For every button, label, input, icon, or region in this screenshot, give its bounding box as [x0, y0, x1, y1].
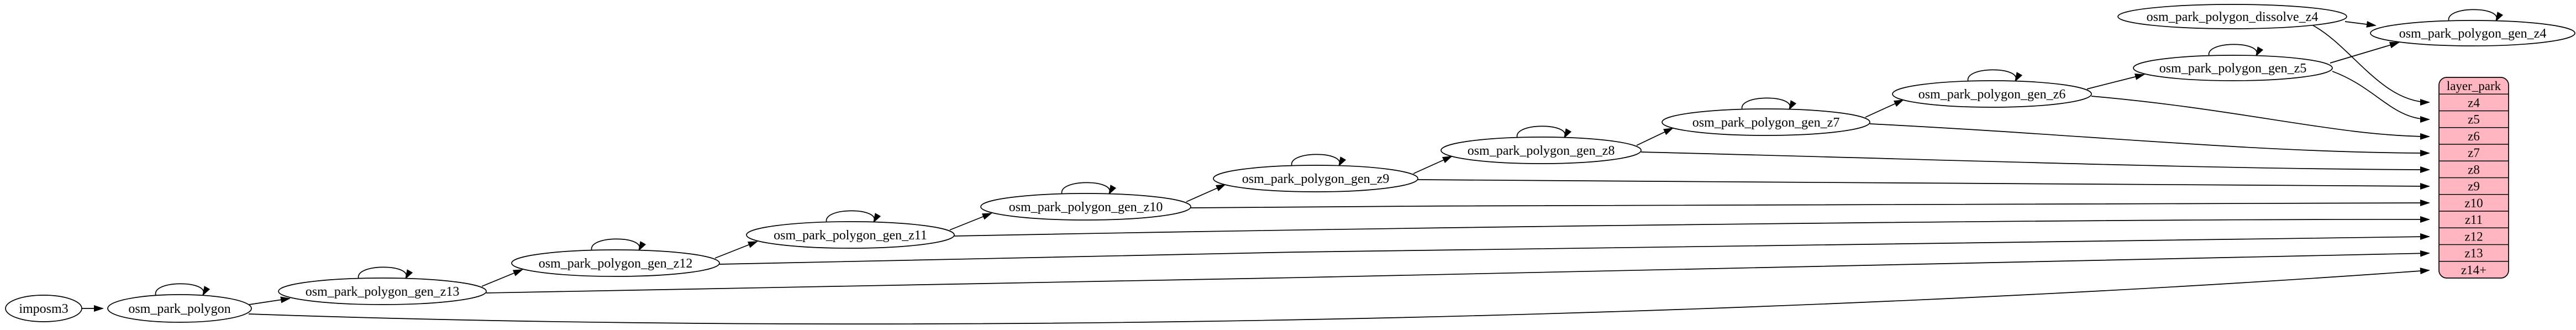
- node-osm_park_polygon_gen_z11: osm_park_polygon_gen_z11: [746, 210, 955, 249]
- self-loop-osm_park_polygon_gen_z7: [1741, 97, 1797, 112]
- node-osm_park_polygon: osm_park_polygon: [107, 283, 252, 323]
- record-title: layer_park: [2447, 79, 2501, 93]
- edge-gen_z6-to-gen_z5: [2086, 74, 2145, 90]
- edge-gen_z7-to-gen_z6: [1865, 99, 1904, 118]
- node-shape-osm_park_polygon_gen_z4: [2370, 20, 2575, 46]
- node-shape-osm_park_polygon_gen_z9: [1213, 165, 1418, 192]
- node-label-imposm3: imposm3: [19, 302, 68, 316]
- node-label-osm_park_polygon_gen_z11: osm_park_polygon_gen_z11: [774, 228, 927, 243]
- self-loop-osm_park_polygon_gen_z4: [2448, 9, 2504, 23]
- edge-gen_z11-to-gen_z10: [949, 213, 992, 231]
- record-row-z6: z6: [2468, 129, 2480, 143]
- node-label-osm_park_polygon_gen_z4: osm_park_polygon_gen_z4: [2399, 27, 2547, 41]
- self-loop-osm_park_polygon: [155, 283, 211, 297]
- record-row-z5: z5: [2468, 113, 2480, 127]
- node-osm_park_polygon_gen_z7: osm_park_polygon_gen_z7: [1662, 97, 1870, 136]
- node-label-osm_park_polygon_gen_z10: osm_park_polygon_gen_z10: [1009, 200, 1163, 214]
- edge-osm_park_polygon-to-gen_z13: [249, 296, 291, 305]
- node-shape-osm_park_polygon_dissolve_z4: [2117, 4, 2347, 29]
- node-label-osm_park_polygon_gen_z7: osm_park_polygon_gen_z7: [1692, 116, 1840, 130]
- node-shape-osm_park_polygon: [107, 294, 252, 323]
- node-shape-imposm3: [5, 295, 82, 322]
- node-osm_park_polygon_dissolve_z4: osm_park_polygon_dissolve_z4: [2117, 4, 2347, 29]
- node-shape-osm_park_polygon_gen_z6: [1892, 80, 2092, 108]
- self-loop-osm_park_polygon_gen_z5: [2208, 44, 2264, 58]
- edge-osm_park_polygon-to-row-z14: [248, 268, 2430, 324]
- node-shape-osm_park_polygon_gen_z7: [1662, 108, 1870, 136]
- node-osm_park_polygon_gen_z12: osm_park_polygon_gen_z12: [511, 238, 720, 277]
- edge-dissolve_z4-to-gen_z4: [2344, 21, 2377, 28]
- record-layer_park: layer_park z4 z5 z6 z7 z8 z9 z10 z11 z12 z13 z14+: [2438, 77, 2509, 279]
- node-osm_park_polygon_gen_z5: osm_park_polygon_gen_z5: [2133, 44, 2333, 81]
- node-label-osm_park_polygon_gen_z9: osm_park_polygon_gen_z9: [1242, 172, 1390, 186]
- node-osm_park_polygon_gen_z9: osm_park_polygon_gen_z9: [1213, 154, 1418, 192]
- node-label-osm_park_polygon_dissolve_z4: osm_park_polygon_dissolve_z4: [2147, 10, 2319, 24]
- record-row-z14+: z14+: [2461, 263, 2486, 277]
- edge-gen_z8-to-row-z8: [1641, 151, 2430, 173]
- node-label-osm_park_polygon_gen_z6: osm_park_polygon_gen_z6: [1918, 87, 2066, 102]
- node-osm_park_polygon_gen_z6: osm_park_polygon_gen_z6: [1892, 69, 2092, 108]
- node-shape-osm_park_polygon_gen_z10: [980, 193, 1191, 221]
- record-row-z12: z12: [2464, 229, 2483, 243]
- node-osm_park_polygon_gen_z4: osm_park_polygon_gen_z4: [2370, 9, 2575, 46]
- record-row-z4: z4: [2468, 96, 2480, 109]
- node-imposm3: imposm3: [5, 295, 82, 322]
- node-label-osm_park_polygon_gen_z12: osm_park_polygon_gen_z12: [539, 256, 693, 271]
- self-loop-osm_park_polygon_gen_z11: [826, 210, 881, 224]
- record-row-z9: z9: [2468, 180, 2480, 193]
- self-loop-osm_park_polygon_gen_z9: [1291, 154, 1347, 168]
- edge-gen_z7-to-row-z7: [1869, 123, 2430, 156]
- node-shape-osm_park_polygon_gen_z13: [278, 277, 487, 305]
- node-osm_park_polygon_gen_z10: osm_park_polygon_gen_z10: [980, 182, 1191, 221]
- edge-gen_z8-to-gen_z7: [1636, 128, 1674, 146]
- record-row-z10: z10: [2464, 196, 2483, 210]
- edge-gen_z12-to-gen_z11: [714, 241, 758, 259]
- edge-gen_z6-to-row-z6: [2091, 96, 2430, 140]
- record-row-z11: z11: [2465, 213, 2483, 227]
- edge-gen_z9-to-row-z9: [1417, 179, 2430, 190]
- self-loop-osm_park_polygon_gen_z13: [358, 266, 413, 281]
- node-shape-osm_park_polygon_gen_z8: [1441, 137, 1642, 164]
- node-osm_park_polygon_gen_z13: osm_park_polygon_gen_z13: [278, 266, 487, 305]
- node-shape-osm_park_polygon_gen_z5: [2133, 55, 2333, 81]
- node-shape-osm_park_polygon_gen_z11: [746, 221, 955, 249]
- edge-gen_z13-to-gen_z12: [481, 269, 523, 287]
- record-row-z8: z8: [2468, 163, 2480, 176]
- node-label-osm_park_polygon_gen_z5: osm_park_polygon_gen_z5: [2159, 61, 2307, 76]
- self-loop-osm_park_polygon_gen_z10: [1061, 182, 1117, 196]
- node-shape-osm_park_polygon_gen_z12: [511, 249, 720, 277]
- node-label-osm_park_polygon_gen_z8: osm_park_polygon_gen_z8: [1468, 144, 1615, 158]
- edge-gen_z10-to-gen_z9: [1186, 184, 1226, 202]
- record-row-z7: z7: [2468, 146, 2480, 160]
- edge-dissolve_z4-to-row-z4: [2312, 25, 2430, 106]
- node-label-osm_park_polygon_gen_z13: osm_park_polygon_gen_z13: [306, 285, 460, 299]
- edge-gen_z5-to-gen_z4: [2330, 41, 2400, 64]
- node-label-osm_park_polygon: osm_park_polygon: [128, 302, 230, 316]
- edge-gen_z9-to-gen_z8: [1413, 156, 1453, 174]
- self-loop-osm_park_polygon_gen_z6: [1967, 69, 2023, 83]
- record-row-z13: z13: [2464, 247, 2483, 260]
- self-loop-osm_park_polygon_gen_z8: [1516, 125, 1572, 140]
- self-loop-osm_park_polygon_gen_z12: [591, 238, 646, 253]
- node-osm_park_polygon_gen_z8: osm_park_polygon_gen_z8: [1441, 125, 1642, 164]
- edge-gen_z11-to-row-z11: [954, 216, 2430, 237]
- edge-gen_z5-to-row-z5: [2332, 71, 2430, 123]
